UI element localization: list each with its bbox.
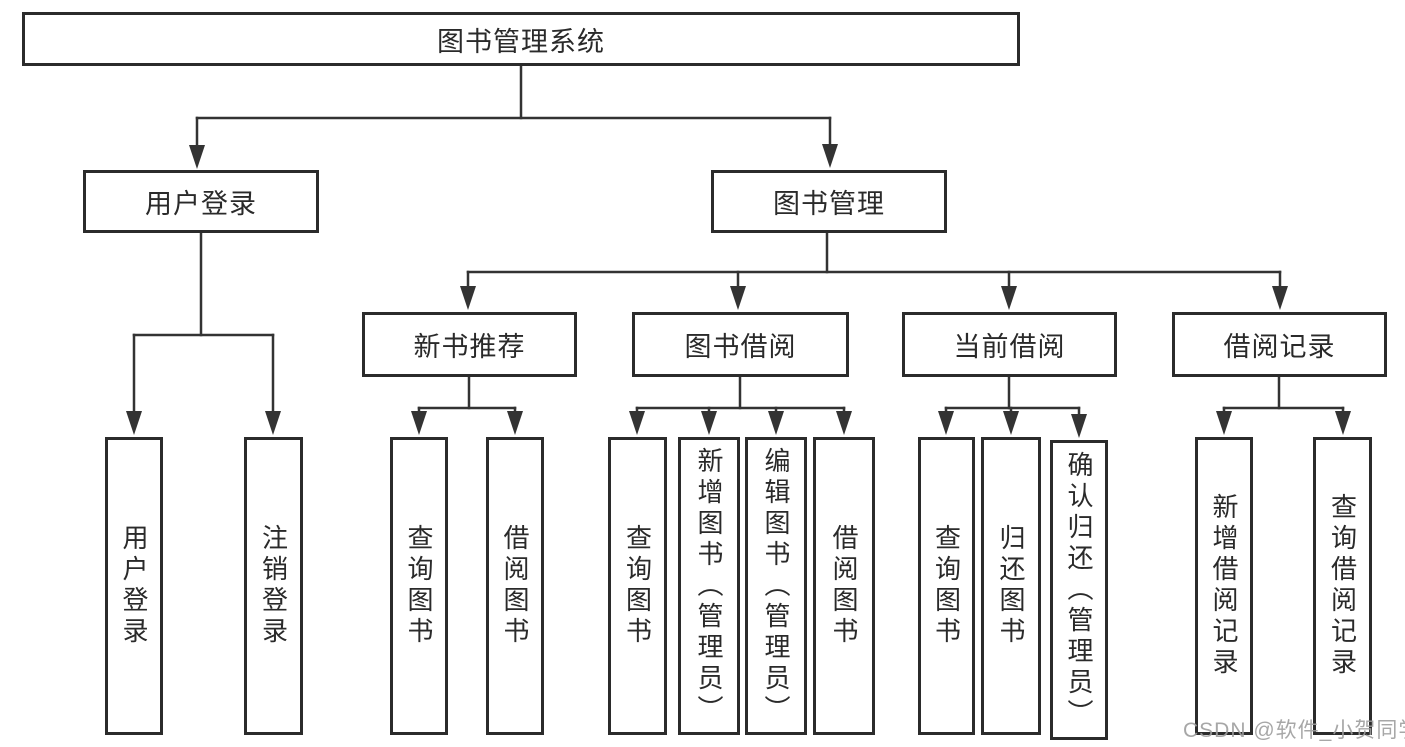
arrow-icon [1335, 411, 1351, 435]
arrow-icon [411, 411, 427, 435]
node-label: 借阅图书 [829, 524, 859, 648]
arrow-icon [1003, 411, 1019, 435]
arrowheads [126, 144, 1351, 438]
node-label: 归还图书 [996, 524, 1026, 648]
node-label: 图书管理 [773, 189, 885, 219]
node-add-borrow-record: 新增借阅记录 [1195, 437, 1253, 735]
node-label: 用户登录 [119, 524, 149, 648]
arrow-icon [265, 411, 281, 435]
node-new-book-recommend: 新书推荐 [362, 312, 577, 377]
node-library-system: 图书管理系统 [22, 12, 1020, 66]
node-label: 注销登录 [258, 524, 289, 648]
node-label: 用户登录 [145, 189, 257, 219]
node-label: 新增借阅记录 [1209, 493, 1239, 679]
node-label: 查询借阅记录 [1327, 493, 1358, 679]
node-user-login: 用户登录 [83, 170, 319, 233]
arrow-icon [730, 286, 746, 310]
node-book-borrow: 图书借阅 [632, 312, 849, 377]
node-query-borrow-record: 查询借阅记录 [1313, 437, 1372, 735]
node-label: 查询图书 [622, 524, 653, 648]
node-add-books-admin: 新增图书（管理员） [678, 437, 740, 735]
node-borrow-books-recommend: 借阅图书 [486, 437, 544, 735]
arrow-icon [1272, 286, 1288, 310]
node-user-login-leaf: 用户登录 [105, 437, 163, 735]
node-label: 当前借阅 [953, 332, 1066, 362]
arrow-icon [629, 411, 645, 435]
node-query-books-borrow: 查询图书 [608, 437, 667, 735]
node-logout: 注销登录 [244, 437, 303, 735]
node-label: 新书推荐 [413, 332, 526, 362]
arrow-icon [836, 411, 852, 435]
node-label: 查询图书 [404, 524, 434, 648]
node-query-books-recommend: 查询图书 [390, 437, 448, 735]
node-edit-books-admin: 编辑图书（管理员） [745, 437, 807, 735]
node-label: 查询图书 [931, 524, 962, 648]
node-borrow-books: 借阅图书 [813, 437, 875, 735]
arrow-icon [1001, 286, 1017, 310]
node-confirm-return-admin: 确认归还（管理员） [1050, 440, 1108, 740]
node-label: 确认归还（管理员） [1064, 450, 1094, 730]
node-label: 编辑图书（管理员） [761, 446, 791, 726]
arrow-icon [460, 286, 476, 310]
arrow-icon [701, 411, 717, 435]
arrow-icon [768, 411, 784, 435]
node-borrow-records: 借阅记录 [1172, 312, 1387, 377]
node-label: 借阅图书 [500, 524, 530, 648]
node-label: 新增图书（管理员） [694, 446, 724, 726]
arrow-icon [1216, 411, 1232, 435]
node-label: 图书借阅 [684, 332, 797, 362]
node-return-books: 归还图书 [981, 437, 1041, 735]
arrow-icon [938, 411, 954, 435]
node-label: 图书管理系统 [437, 26, 605, 57]
node-query-books-current: 查询图书 [918, 437, 975, 735]
arrow-icon [126, 411, 142, 435]
arrow-icon [507, 411, 523, 435]
node-current-borrow: 当前借阅 [902, 312, 1117, 377]
arrow-icon [1071, 414, 1087, 438]
arrow-icon [822, 144, 838, 168]
arrow-icon [189, 145, 205, 169]
node-label: 借阅记录 [1223, 332, 1336, 362]
node-book-management: 图书管理 [711, 170, 947, 233]
